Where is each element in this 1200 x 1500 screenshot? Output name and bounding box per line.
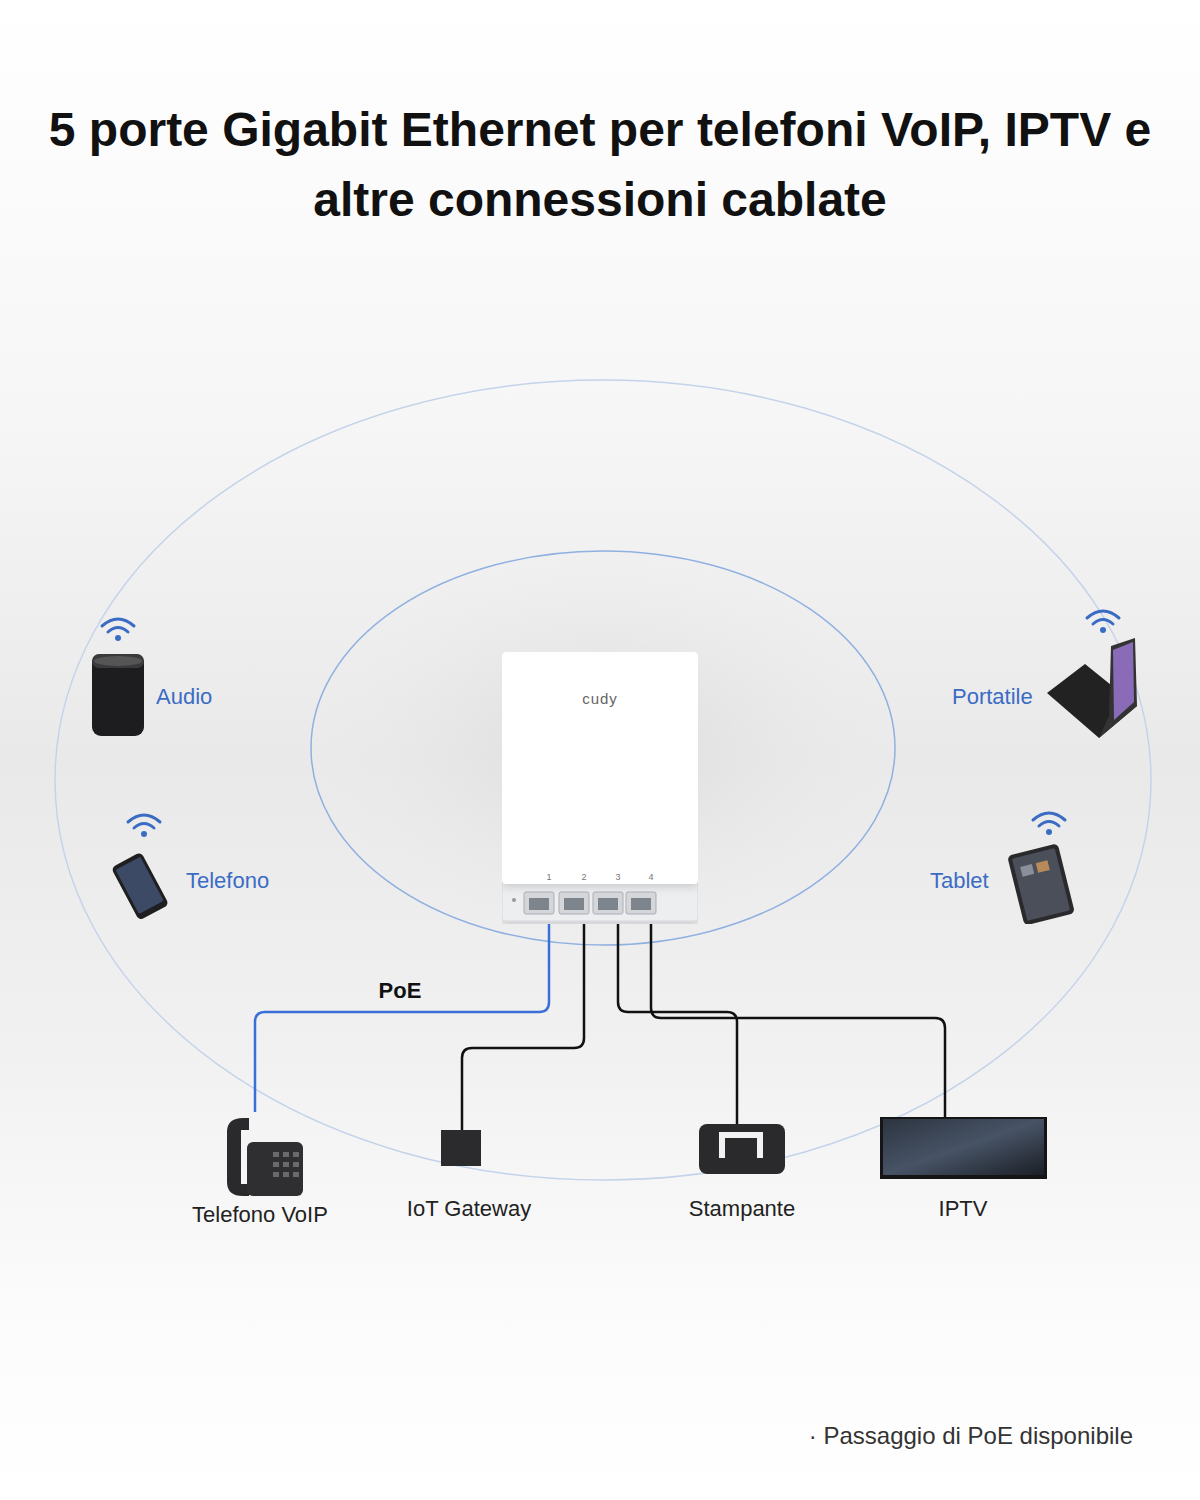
- node-wd: Telefono VoIP: [175, 1112, 345, 1228]
- device-label: Telefono VoIP: [192, 1202, 328, 1228]
- device-icon: [1041, 598, 1141, 746]
- device-label: IPTV: [939, 1196, 988, 1222]
- cable-connector: [618, 924, 737, 1124]
- inner-ring: [311, 551, 895, 945]
- node-wl: Portatile: [952, 598, 1141, 746]
- port-number: 1: [546, 872, 551, 882]
- device-icon: [657, 1124, 827, 1174]
- port-number: 2: [581, 872, 586, 882]
- port-number: 3: [615, 872, 620, 882]
- label-stack: IPTV: [939, 1196, 988, 1222]
- footnote: · Passaggio di PoE disponibile: [809, 1422, 1133, 1450]
- node-wd: IoT Gateway: [384, 1130, 554, 1222]
- cable-connector: [255, 924, 549, 1112]
- label-stack: IoT Gateway: [407, 1196, 531, 1222]
- brand-logo: cudy: [502, 690, 698, 707]
- device-icon: [175, 1112, 345, 1198]
- node-wl: Audio: [88, 606, 212, 741]
- node-wd: IPTV: [873, 1117, 1053, 1222]
- device-label: Audio: [156, 684, 212, 710]
- device-icon: [88, 606, 150, 741]
- node-wl: Telefono: [104, 804, 269, 919]
- device-icon: [873, 1117, 1053, 1179]
- device-icon: [384, 1130, 554, 1166]
- device-label: Portatile: [952, 684, 1033, 710]
- label-stack: Telefono VoIP: [192, 1202, 328, 1228]
- label-stack: Telefono: [186, 868, 269, 894]
- outer-ring: [55, 380, 1151, 1180]
- cable-connector: [651, 924, 945, 1117]
- port-number: 4: [648, 872, 653, 882]
- node-wl: Tablet: [930, 802, 1081, 924]
- cable-connector: [462, 924, 584, 1130]
- device-label: Stampante: [689, 1196, 795, 1222]
- device-icon: [993, 802, 1081, 924]
- label-stack: Stampante: [689, 1196, 795, 1222]
- node-wd: Stampante: [657, 1124, 827, 1222]
- node-device: cudy: [502, 652, 698, 924]
- diagram-title: 5 porte Gigabit Ethernet per telefoni Vo…: [20, 95, 1180, 234]
- device-label: Telefono: [186, 868, 269, 894]
- device-label: Tablet: [930, 868, 989, 894]
- label-stack: Portatile: [952, 684, 1033, 710]
- label-stack: Tablet: [930, 868, 989, 894]
- edge-label: PoE: [379, 978, 422, 1004]
- label-stack: Audio: [156, 684, 212, 710]
- device-label: IoT Gateway: [407, 1196, 531, 1222]
- device-icon: [104, 804, 176, 919]
